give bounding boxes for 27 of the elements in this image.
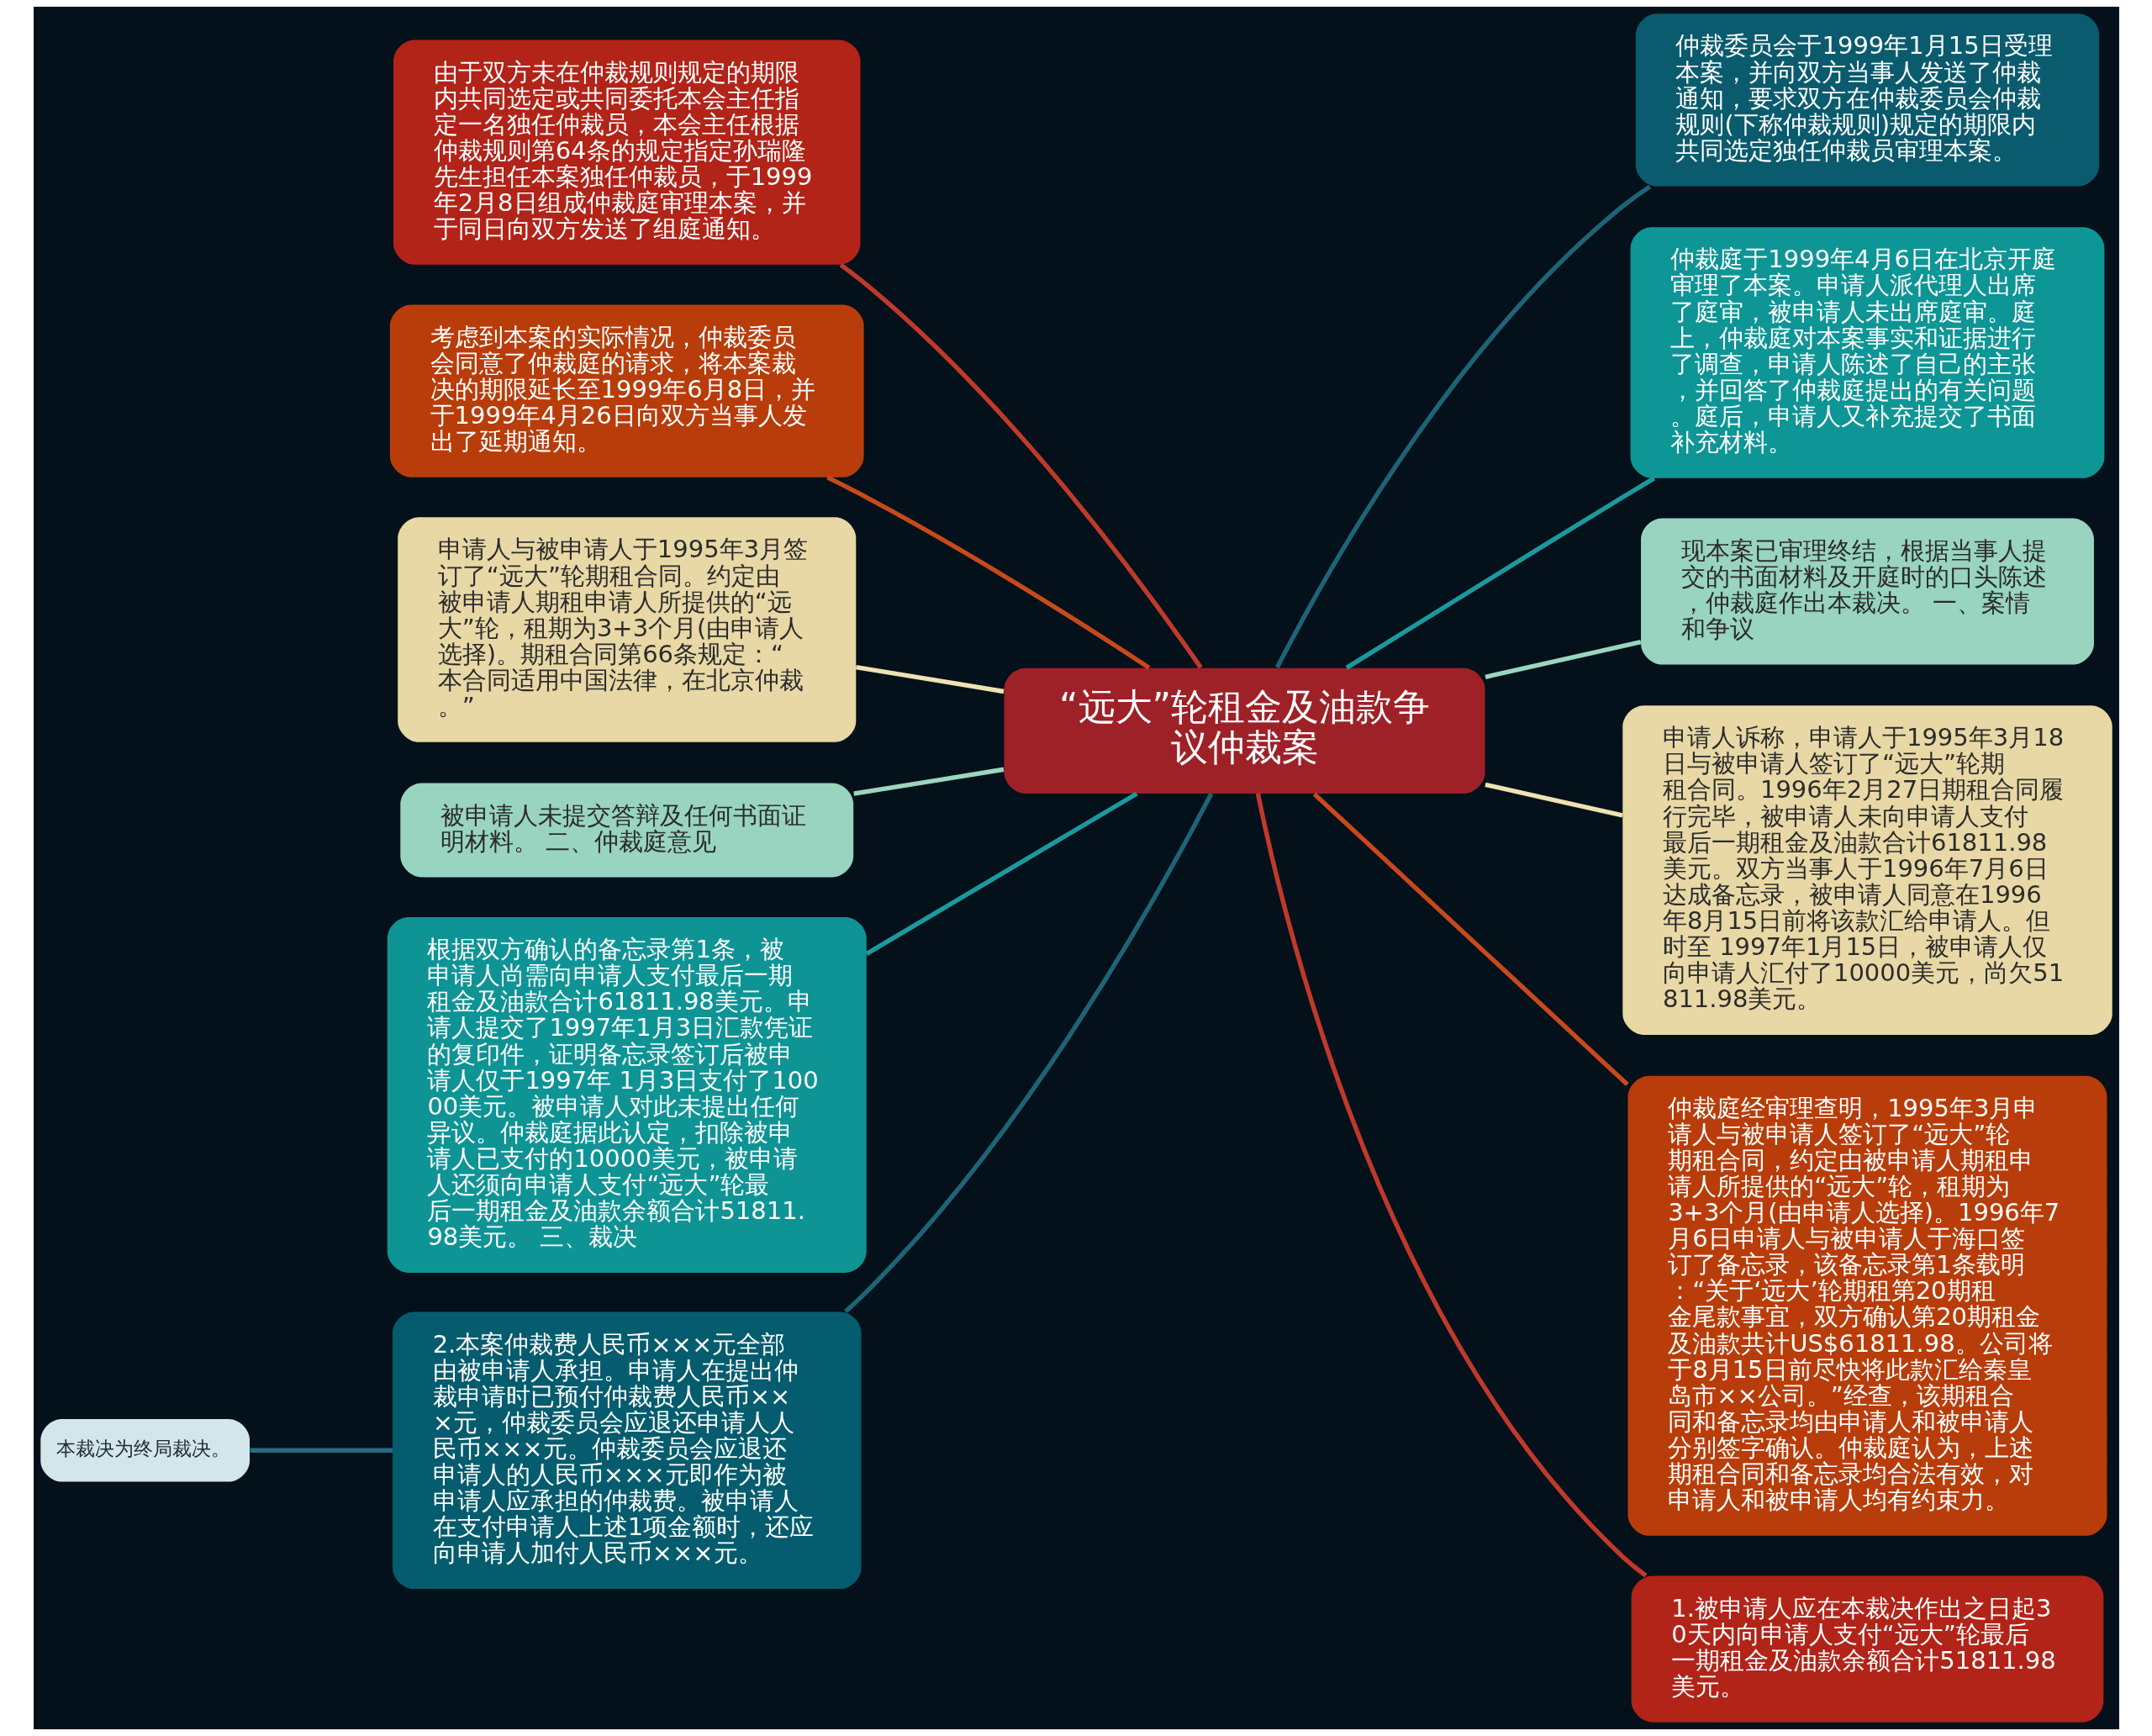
connector (825, 475, 1150, 670)
node-box: 本裁决为终局裁决。 (40, 1419, 250, 1482)
node-box: 仲裁委员会于1999年1月15日受理本案，并向双方当事人发送了仲裁通知，要求双方在仲裁委员会仲裁规则(下称仲裁规则)规定的期限内共同选定独任仲裁员审理本案。 (1635, 13, 2099, 187)
node-box: 由于双方未在仲裁规则规定的期限内共同选定或共同委托本会主任指定一名独任仲裁员，本会主任根据仲裁规则第64条的规定指定孙瑞隆先生担任本案独任仲裁员，于1999年2月8日组成仲裁庭审理本案，并于同日向双方发送了组庭通知。 (393, 40, 860, 265)
connector (249, 1448, 393, 1453)
connector (864, 791, 1138, 956)
connector (855, 664, 1004, 694)
node-box: 仲裁庭经审理查明，1995年3月申请人与被申请人签订了“远大”轮期租合同，约定由被申请人期租申请人所提供的“远大”轮，租期为3+3个月(由申请人选择)。1996年7月6日申请人与被申请人于海口签订了备忘录，该备忘录第1条载明：“关于‘远大’轮期租第20期租金尾款事宜，双方确认第20期租金及油款共计US$61811.98。公司将于8月15日前尽快将此款汇给秦皇岛市××公司。”经查，该期租合同和备忘录均由申请人和被申请人分别签字确认。仲裁庭认为，上述期租合同和备忘录均合法有效，对申请人和被申请人均有约束力。 (1627, 1075, 2107, 1536)
node-box: 申请人诉称，申请人于1995年3月18日与被申请人签订了“远大”轮期租合同。1996年2月27日期租合同履行完毕，被申请人未向申请人支付最后一期租金及油款合计61811.98美元。双方当事人于1996年7月6日达成备忘录，被申请人同意在1996年8月15日前将该款汇给申请人。但时至 1997年1月15日，被申请人仅向申请人汇付了10000美元，尚欠51811.98美元。 (1622, 705, 2112, 1035)
node-box: 2.本案仲裁费人民币×××元全部由被申请人承担。申请人在提出仲裁申请时已预付仲裁费人民币×××元，仲裁委员会应退还申请人人民币×××元。仲裁委员会应退还申请人的人民币×××元即作为被申请人应承担的仲裁费。被申请人在支付申请人上述1项金额时，还应向申请人加付人民币×××元。 (392, 1311, 861, 1590)
node-box: 被申请人未提交答辩及任何书面证明材料。 二、仲裁庭意见 (399, 783, 853, 878)
connector (839, 263, 1203, 669)
connector (1274, 184, 1651, 669)
connector (1312, 792, 1629, 1087)
node-box: “远大”轮租金及油款争议仲裁案 (1004, 667, 1485, 794)
node-box: 现本案已审理终结，根据当事人提交的书面材料及开庭时的口头陈述，仲裁庭作出本裁决。 一、案情和争议 (1640, 518, 2094, 665)
connector (1345, 476, 1655, 670)
connector (852, 767, 1004, 796)
node-box: 考虑到本案的实际情况，仲裁委员会同意了仲裁庭的请求，将本案裁决的期限延长至1999年6月8日，并于1999年4月26日向双方当事人发出了延期通知。 (389, 304, 864, 478)
node-box: 仲裁庭于1999年4月6日在北京开庭审理了本案。申请人派代理人出席了庭审，被申请人未出席庭审。庭上，仲裁庭对本案事实和证据进行了调查，申请人陈述了自己的主张，并回答了仲裁庭提出的有关问题。庭后，申请人又补充提交了书面补充材料。 (1630, 227, 2104, 478)
node-box: 申请人与被申请人于1995年3月签订了“远大”轮期租合同。约定由被申请人期租申请人所提供的“远大”轮，租期为3+3个月(由申请人选择)。期租合同第66条规定：“本合同适用中国法律，在北京仲裁。” (397, 517, 856, 742)
node-box: 1.被申请人应在本裁决作出之日起30天内向申请人支付“远大”轮最后一期租金及油款余额合计51811.98美元。 (1631, 1575, 2103, 1723)
node-box: 根据双方确认的备忘录第1条，被申请人尚需向申请人支付最后一期租金及油款合计61811.98美元。申请人提交了1997年1月3日汇款凭证的复印件，证明备忘录签订后被申请人仅于1997年 1月3日支付了10000美元。被申请人对此未提出任何异议。仲裁庭据此认定，扣除被申请人已支付的10000美元，被申请人还须向申请人支付“远大”轮最后一期租金及油款余额合计51811.98美元。 三、裁决 (387, 917, 867, 1273)
connector (1255, 793, 1648, 1578)
connector (843, 792, 1213, 1313)
connector (1484, 782, 1623, 818)
connector (1484, 640, 1641, 679)
